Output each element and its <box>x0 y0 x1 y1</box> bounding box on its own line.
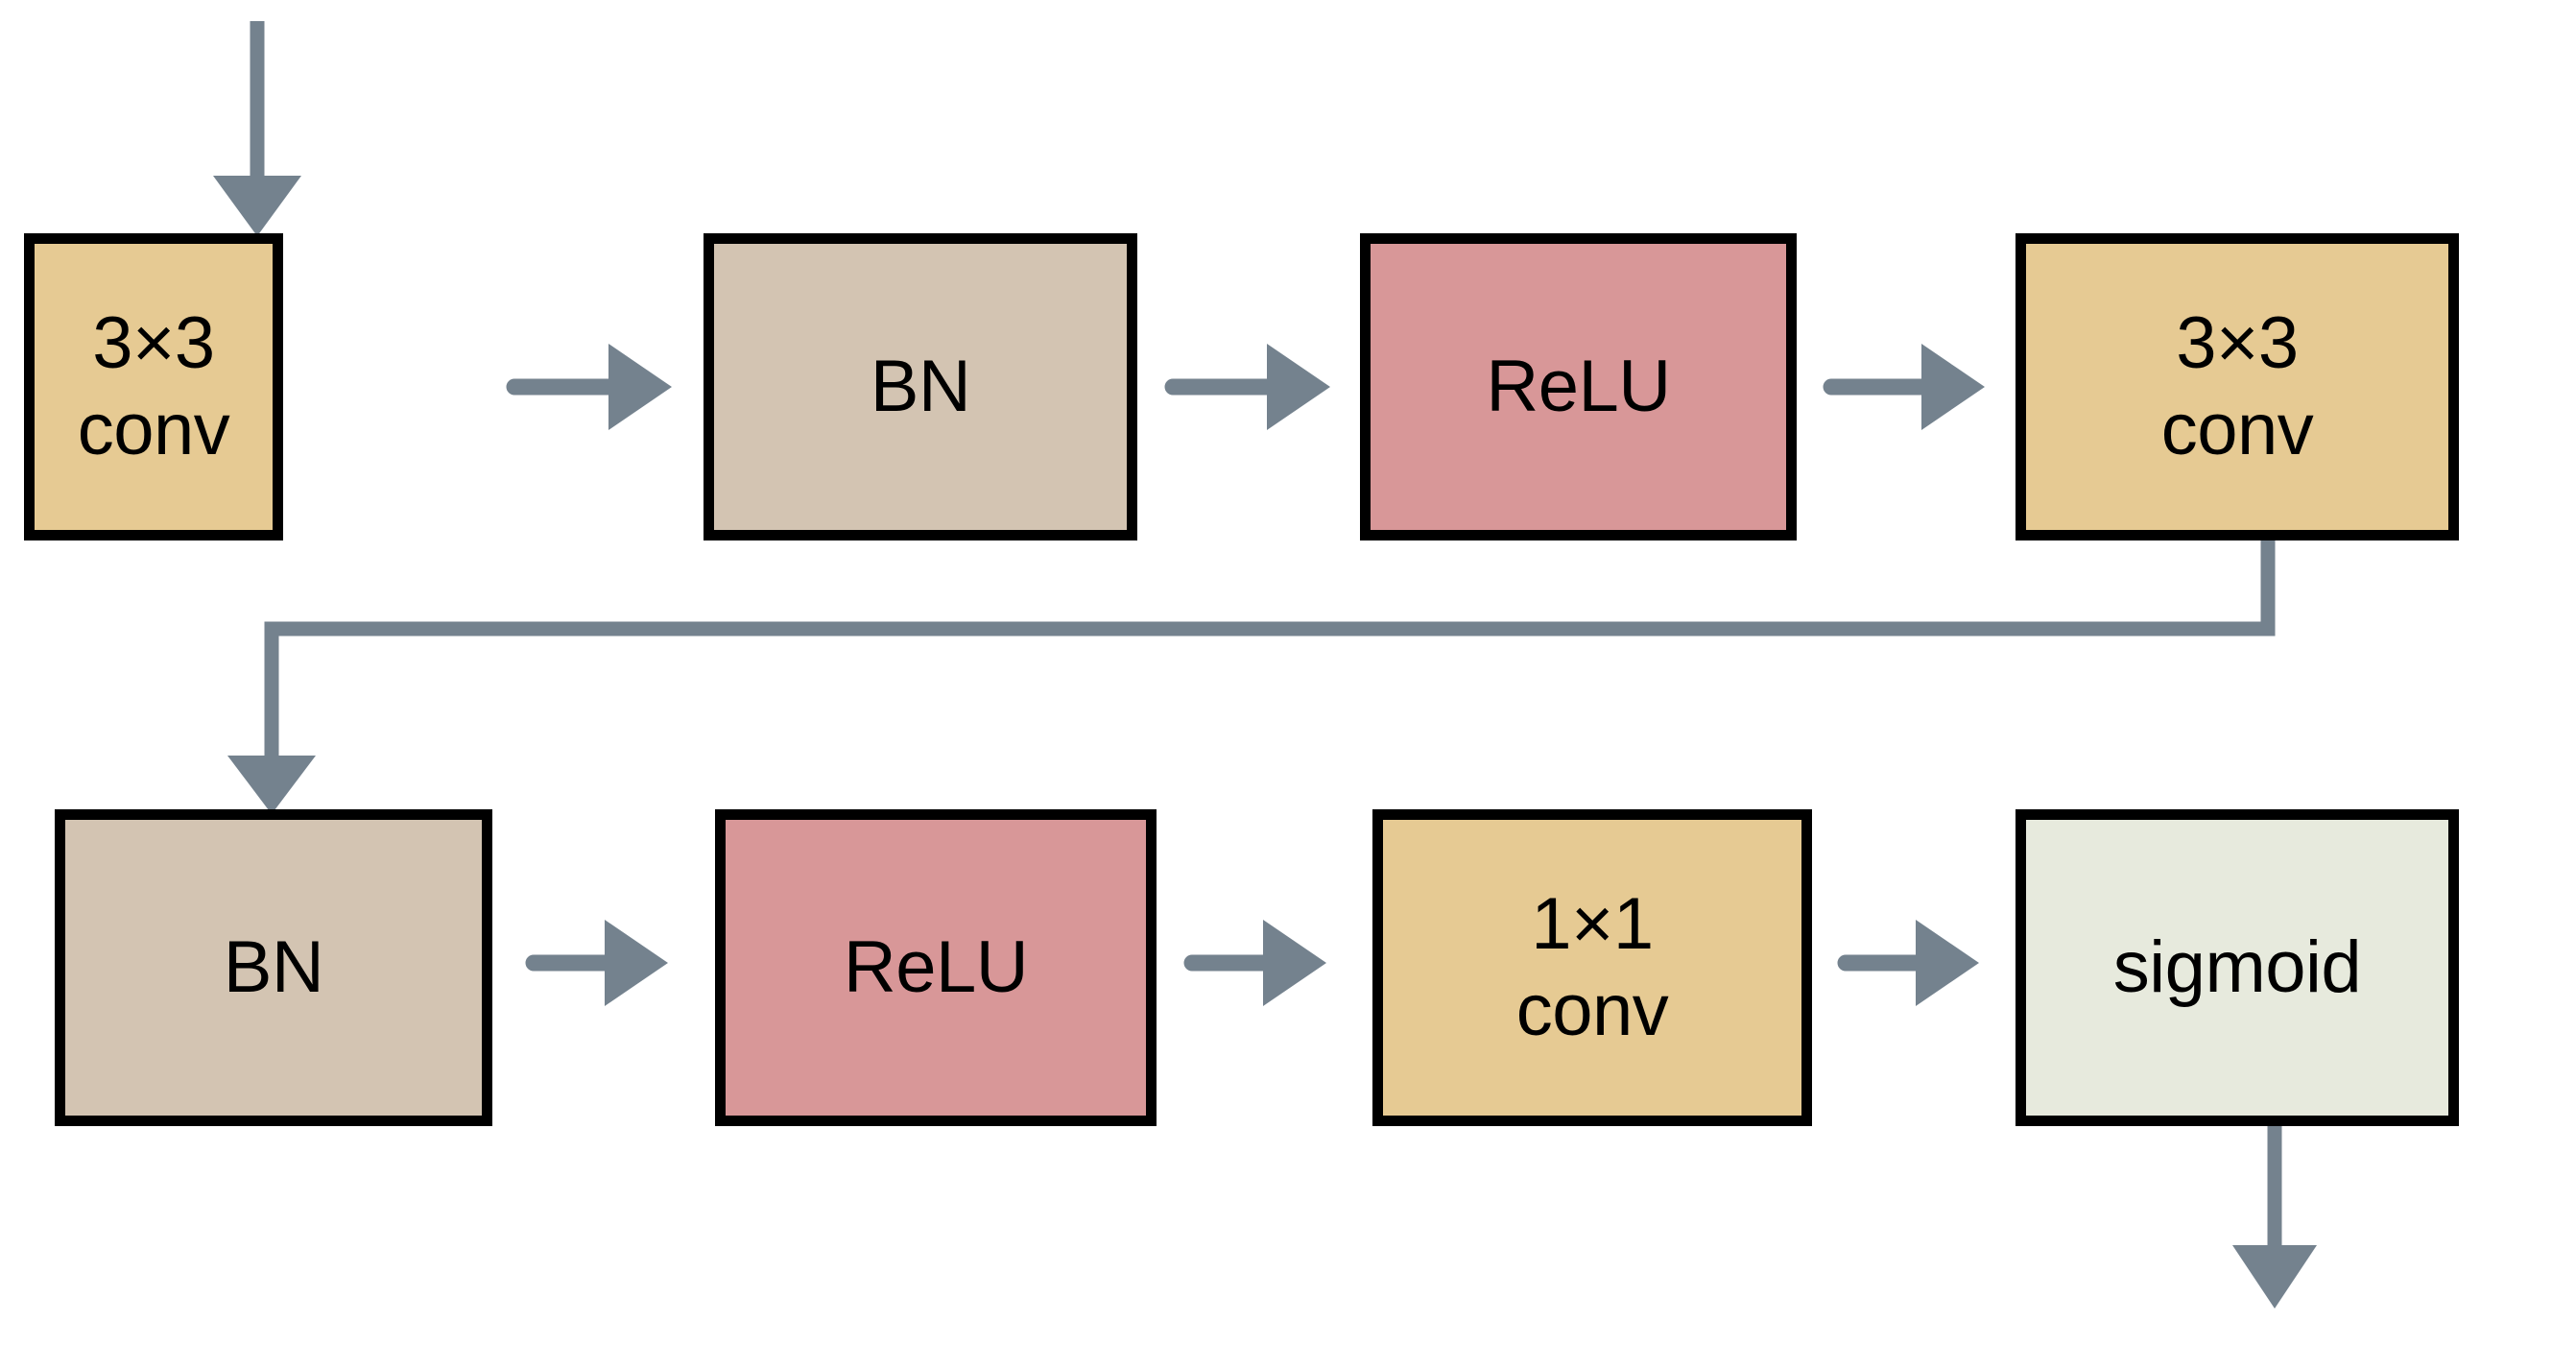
batch-norm-top-box[interactable]: BN <box>704 233 1137 540</box>
conv-3x3-top-box[interactable]: 3×3 conv <box>24 233 283 540</box>
conv1x1-to-sigmoid-arrow <box>1837 920 1979 1006</box>
conv-1x1-label-line1: 1×1 <box>1531 883 1654 966</box>
relu-to-conv1x1-arrow <box>1183 920 1326 1006</box>
batch-norm-bottom-box[interactable]: BN <box>55 809 492 1126</box>
conv-3x3-right-label-line1: 3×3 <box>2176 302 2299 385</box>
batch-norm-top-label: BN <box>870 346 971 428</box>
row-wrap-connector <box>227 540 2276 814</box>
relu-bottom-box[interactable]: ReLU <box>715 809 1157 1126</box>
sigmoid-box[interactable]: sigmoid <box>2015 809 2459 1126</box>
input-arrow <box>213 21 301 236</box>
conv-3x3-top-label-line1: 3×3 <box>92 302 215 385</box>
conv-1x1-label-line2: conv <box>1515 970 1669 1051</box>
bn-to-relu-arrow-lower <box>525 920 668 1006</box>
batch-norm-bottom-label: BN <box>223 926 324 1009</box>
relu-to-conv3x3-arrow <box>1823 344 1985 430</box>
bn-to-relu-arrow <box>1164 344 1330 430</box>
relu-top-label: ReLU <box>1486 346 1671 428</box>
conv-3x3-right-label-line2: conv <box>2160 389 2314 470</box>
conv-3x3-right-box[interactable]: 3×3 conv <box>2015 233 2459 540</box>
conv3x3-to-bn-arrow <box>506 344 672 430</box>
conv-1x1-box[interactable]: 1×1 conv <box>1372 809 1812 1126</box>
output-arrow <box>2232 1125 2317 1309</box>
relu-bottom-label: ReLU <box>843 926 1029 1009</box>
relu-top-box[interactable]: ReLU <box>1360 233 1797 540</box>
sigmoid-label: sigmoid <box>2112 926 2362 1009</box>
conv-3x3-top-label-line2: conv <box>77 389 230 470</box>
